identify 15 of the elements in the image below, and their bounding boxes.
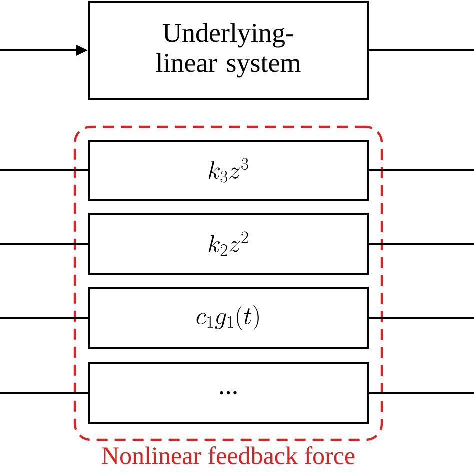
block-box: $c_1g_1(t)$ [88, 287, 369, 349]
block-box: $k_3z^3$ [88, 140, 369, 201]
signal-line [369, 392, 474, 394]
signal-line [369, 170, 474, 172]
signal-line [369, 317, 474, 319]
signal-line [369, 243, 474, 245]
block-box: $k_2z^2$ [88, 213, 369, 275]
signal-line [369, 50, 474, 52]
signal-line [0, 317, 88, 319]
node-label: Nonlinear feedback force [102, 446, 355, 464]
block-box: ... [88, 362, 369, 424]
signal-line [0, 243, 88, 245]
signal-line [0, 170, 88, 172]
signal-line [0, 392, 88, 394]
block-box: Underlying-linear system [88, 1, 369, 100]
